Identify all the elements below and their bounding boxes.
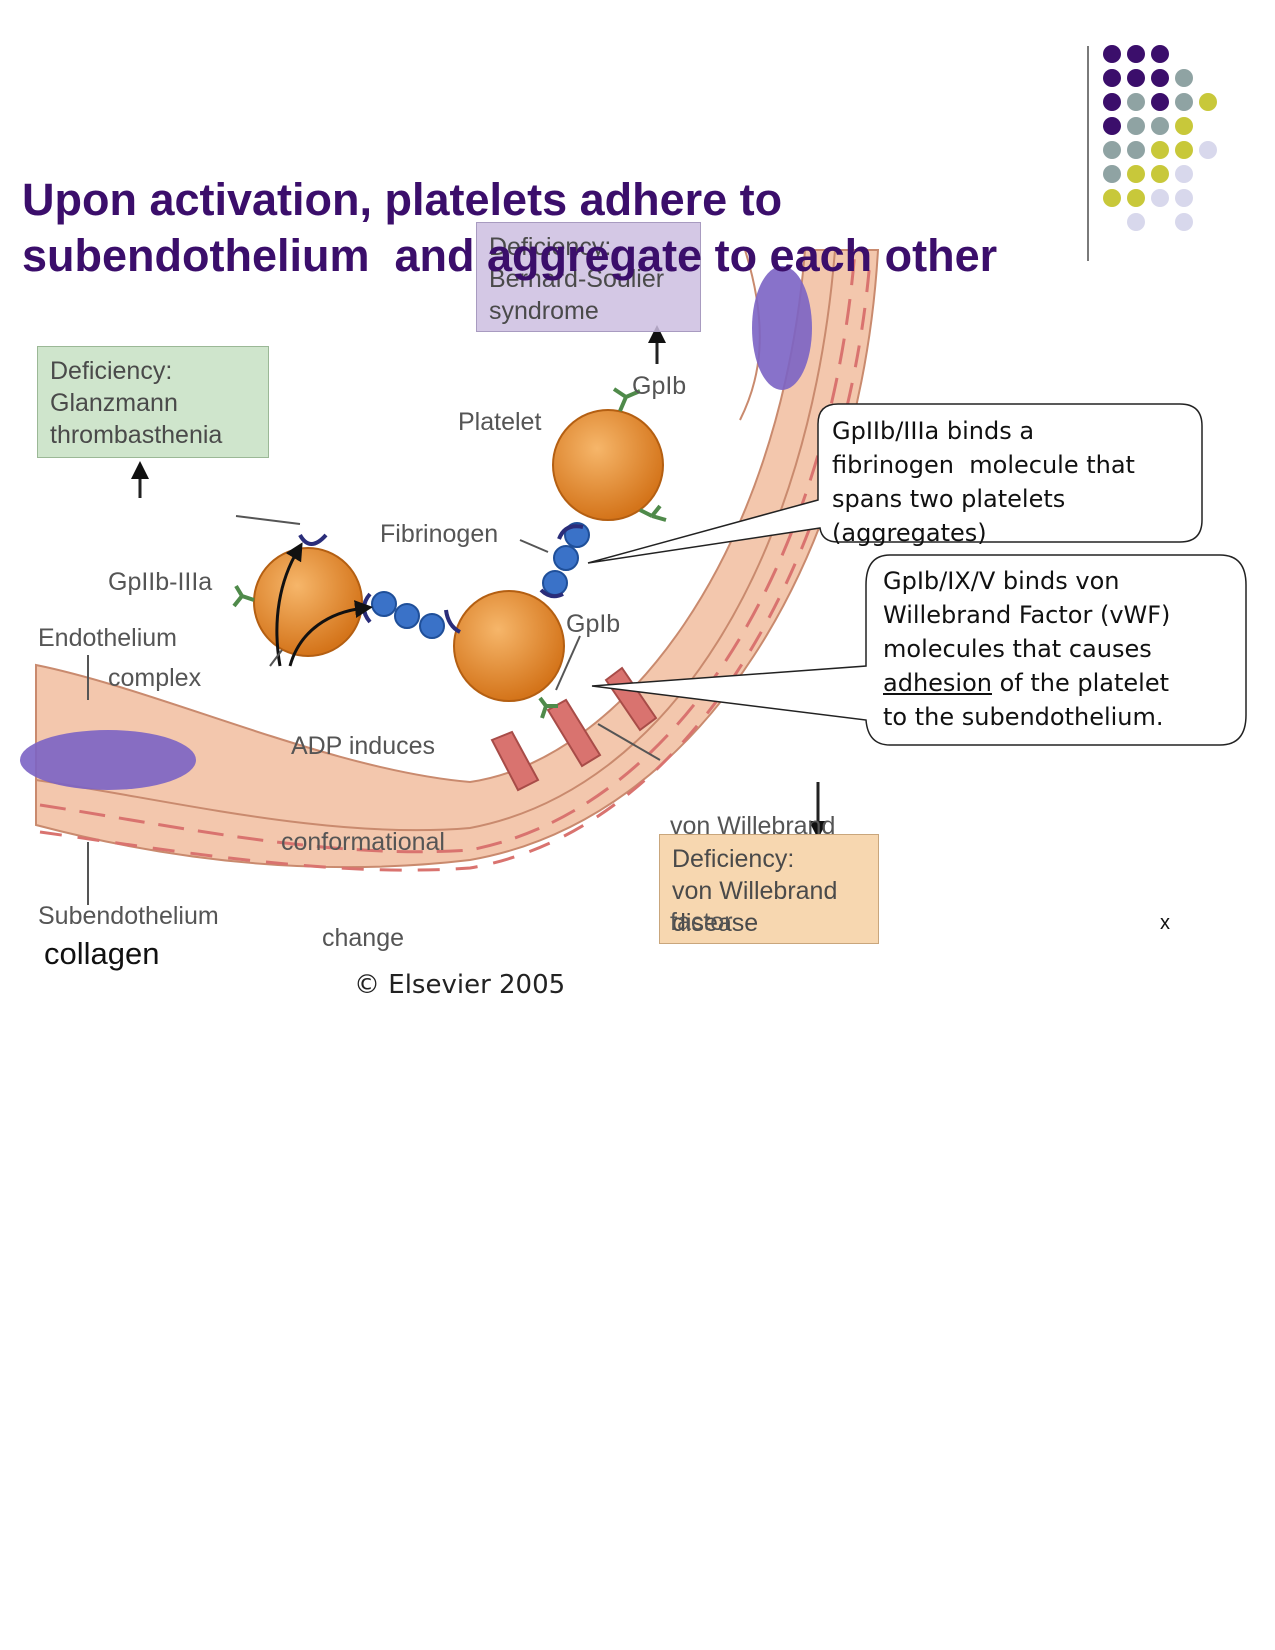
callout-line: (aggregates) bbox=[832, 516, 1135, 550]
label-fibrinogen: Fibrinogen bbox=[380, 518, 498, 550]
box-line: Deficiency: bbox=[50, 355, 256, 387]
fibrinogen-chain-vertical bbox=[543, 523, 589, 595]
decorative-dot bbox=[1127, 141, 1145, 159]
deficiency-box-glanzmann: Deficiency: Glanzmann thrombasthenia bbox=[37, 346, 269, 458]
decorative-dot bbox=[1151, 45, 1169, 63]
label-line: factor bbox=[670, 906, 835, 938]
label-von-willebrand-factor: von Willebrand factor bbox=[670, 746, 835, 970]
callout-line: fibrinogen molecule that bbox=[832, 448, 1135, 482]
callout-aggregation-text: GpIIb/IIIa binds a fibrinogen molecule t… bbox=[832, 414, 1135, 550]
decorative-dot bbox=[1151, 117, 1169, 135]
platelet-top bbox=[553, 410, 663, 520]
decorative-dot bbox=[1151, 93, 1169, 111]
callout-line: GpIb/IX/V binds von bbox=[883, 564, 1170, 598]
box-line: thrombasthenia bbox=[50, 419, 256, 451]
decorative-dot bbox=[1127, 117, 1145, 135]
slide-title: Upon activation, platelets adhere to sub… bbox=[22, 172, 997, 284]
label-collagen: collagen bbox=[44, 936, 159, 972]
fibrinogen-chain-horizontal bbox=[372, 592, 444, 638]
callout-line: Willebrand Factor (vWF) bbox=[883, 598, 1170, 632]
decorative-dot bbox=[1175, 213, 1193, 231]
label-platelet: Platelet bbox=[458, 406, 541, 438]
decorative-dot bbox=[1175, 117, 1193, 135]
decorative-dot bbox=[1103, 69, 1121, 87]
slide-title-line-1: Upon activation, platelets adhere to bbox=[22, 172, 997, 228]
callout-line-rest: of the platelet bbox=[992, 669, 1169, 697]
callout-line: GpIIb/IIIa binds a bbox=[832, 414, 1135, 448]
decorative-dot bbox=[1103, 117, 1121, 135]
label-subendothelium: Subendothelium bbox=[38, 900, 219, 932]
x-mark: x bbox=[1160, 912, 1170, 935]
nucleus-left bbox=[20, 730, 196, 790]
decorative-dot bbox=[1127, 213, 1145, 231]
platelet-left bbox=[254, 548, 362, 656]
label-line: von Willebrand bbox=[670, 810, 835, 842]
label-line: change bbox=[268, 922, 458, 954]
slide-title-line-2: subendothelium and aggregate to each oth… bbox=[22, 228, 997, 284]
box-line: syndrome bbox=[489, 295, 688, 327]
callout-line: molecules that causes bbox=[883, 632, 1170, 666]
title-divider-line bbox=[1087, 46, 1089, 261]
decorative-dot bbox=[1127, 93, 1145, 111]
decorative-dot-grid bbox=[1100, 40, 1230, 240]
label-adp: ADP induces conformational change bbox=[268, 666, 458, 986]
decorative-dot bbox=[1175, 69, 1193, 87]
decorative-dot bbox=[1103, 141, 1121, 159]
decorative-dot bbox=[1127, 165, 1145, 183]
decorative-dot bbox=[1175, 93, 1193, 111]
nucleus-top bbox=[752, 266, 812, 390]
decorative-dot bbox=[1103, 45, 1121, 63]
adhesion-keyword: adhesion bbox=[883, 669, 992, 697]
decorative-dot bbox=[1127, 189, 1145, 207]
decorative-dot bbox=[1175, 189, 1193, 207]
label-gpib-lower: GpIb bbox=[566, 608, 620, 640]
decorative-dot bbox=[1199, 93, 1217, 111]
decorative-dot bbox=[1103, 165, 1121, 183]
decorative-dot bbox=[1127, 45, 1145, 63]
decorative-dot bbox=[1151, 189, 1169, 207]
decorative-dot bbox=[1175, 141, 1193, 159]
callout-line: adhesion of the platelet bbox=[883, 666, 1170, 700]
decorative-dot bbox=[1199, 141, 1217, 159]
label-gpib-top: GpIb bbox=[632, 370, 686, 402]
label-line: ADP induces bbox=[268, 730, 458, 762]
decorative-dot bbox=[1103, 189, 1121, 207]
decorative-dot bbox=[1103, 93, 1121, 111]
callout-line: to the subendothelium. bbox=[883, 700, 1170, 734]
decorative-dot bbox=[1151, 69, 1169, 87]
label-line: GpIIb-IIIa bbox=[108, 566, 212, 598]
callout-line: spans two platelets bbox=[832, 482, 1135, 516]
box-line: Glanzmann bbox=[50, 387, 256, 419]
copyright-text: © Elsevier 2005 bbox=[354, 970, 565, 1000]
decorative-dot bbox=[1151, 165, 1169, 183]
decorative-dot bbox=[1151, 141, 1169, 159]
label-line: conformational bbox=[268, 826, 458, 858]
decorative-dot bbox=[1175, 165, 1193, 183]
platelet-center bbox=[454, 591, 564, 701]
callout-adhesion-text: GpIb/IX/V binds von Willebrand Factor (v… bbox=[883, 564, 1170, 734]
label-gpiib-iiia: GpIIb-IIIa complex bbox=[108, 502, 212, 726]
decorative-dot bbox=[1127, 69, 1145, 87]
label-line: complex bbox=[108, 662, 212, 694]
label-endothelium: Endothelium bbox=[38, 622, 177, 654]
